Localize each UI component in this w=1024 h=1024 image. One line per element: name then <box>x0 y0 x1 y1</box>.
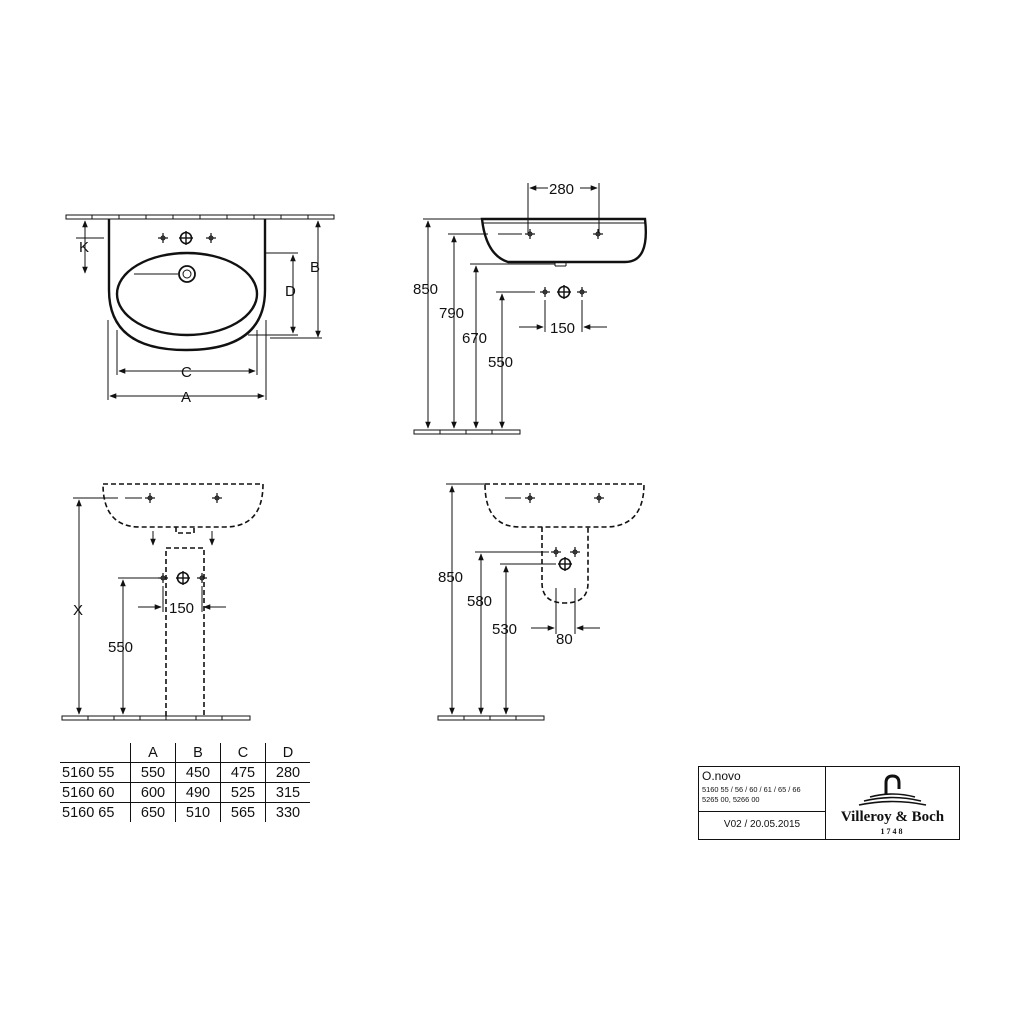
tap-hole-icon <box>157 232 169 244</box>
table-cell: 450 <box>175 762 221 783</box>
table-cell: 525 <box>220 782 266 803</box>
table-cell: 510 <box>175 802 221 822</box>
waste-outlet-icon <box>175 570 191 586</box>
table-header: D <box>265 743 310 763</box>
tap-hole-icon <box>178 230 194 246</box>
title-block: O.novo 5160 55 / 56 / 60 / 61 / 65 / 66 … <box>698 766 960 840</box>
table-header: A <box>130 743 176 763</box>
dim-spacing: 150 <box>550 320 575 337</box>
dim-width: 80 <box>556 631 573 648</box>
faucet-logo-icon <box>858 774 927 806</box>
dim-c: C <box>181 364 192 381</box>
dim-580: 580 <box>467 593 492 610</box>
waste-outlet-icon <box>556 284 572 300</box>
dim-a: A <box>181 389 191 406</box>
dim-spacing: 150 <box>169 600 194 617</box>
floor-line <box>413 429 521 435</box>
supply-tap-icon <box>157 572 169 584</box>
table-row: 5160 55 550 450 475 280 <box>60 762 310 783</box>
table-cell: 475 <box>220 762 266 783</box>
tap-hole-icon <box>211 492 223 504</box>
tap-hole-icon <box>205 232 217 244</box>
title-block-info: O.novo 5160 55 / 56 / 60 / 61 / 65 / 66 … <box>699 767 826 839</box>
table-header <box>60 743 131 763</box>
semi-pedestal-dashed <box>541 527 589 604</box>
table-cell-code: 5160 60 <box>62 784 115 801</box>
product-codes: 5160 55 / 56 / 60 / 61 / 65 / 66 <box>702 785 801 794</box>
basin-outline-dashed <box>102 483 264 528</box>
wall-line <box>65 214 335 220</box>
table-cell-code: 5160 55 <box>62 764 115 781</box>
tap-hole-icon <box>593 492 605 504</box>
tap-hole-icon <box>592 228 604 240</box>
dim-790: 790 <box>439 305 464 322</box>
pedestal-view: X 550 150 <box>61 483 264 721</box>
waste-outlet-icon <box>557 556 573 572</box>
supply-tap-icon <box>550 546 562 558</box>
tap-hole-icon <box>524 228 536 240</box>
side-view: 280 850 790 670 550 150 <box>413 181 647 435</box>
brand-year: 1748 <box>880 827 905 836</box>
dim-depth: 280 <box>549 181 574 198</box>
product-name: O.novo <box>702 769 741 783</box>
basin-outline-front <box>107 219 267 352</box>
divider <box>699 811 825 812</box>
table-cell: 565 <box>220 802 266 822</box>
basin-outline-dashed <box>484 483 645 528</box>
basin-bowl-front <box>115 251 259 337</box>
table-cell: 330 <box>265 802 310 822</box>
tap-hole-icon <box>144 492 156 504</box>
product-codes: 5265 00, 5266 00 <box>702 795 760 804</box>
supply-tap-icon <box>569 546 581 558</box>
supply-tap-icon <box>196 572 208 584</box>
floor-line <box>437 715 545 721</box>
table-cell: 490 <box>175 782 221 803</box>
supply-tap-icon <box>576 286 588 298</box>
tap-hole-icon <box>524 492 536 504</box>
dim-550: 550 <box>108 639 133 656</box>
table-cell: 550 <box>130 762 176 783</box>
dim-d: D <box>285 283 296 300</box>
pedestal-dashed <box>165 547 205 716</box>
dim-b: B <box>310 259 320 276</box>
table-header: C <box>220 743 266 763</box>
brand-name: Villeroy & Boch <box>840 809 945 825</box>
dim-850: 850 <box>413 281 438 298</box>
table-cell: 650 <box>130 802 176 822</box>
dim-k: K <box>79 239 89 256</box>
dimensions-table: A B C D 5160 55 550 450 475 280 5160 60 … <box>60 743 310 822</box>
basin-outline-side <box>480 217 647 264</box>
table-cell: 315 <box>265 782 310 803</box>
overflow-icon <box>178 265 196 283</box>
table-row: 5160 60 600 490 525 315 <box>60 782 310 803</box>
table-cell: 280 <box>265 762 310 783</box>
table-cell: 600 <box>130 782 176 803</box>
dim-530: 530 <box>492 621 517 638</box>
table-header-row: A B C D <box>60 743 310 763</box>
dim-x: X <box>73 602 83 619</box>
version-date: V02 / 20.05.2015 <box>723 819 801 830</box>
table-row: 5160 65 650 510 565 330 <box>60 802 310 822</box>
semi-pedestal-view: 850 580 530 80 <box>437 483 645 721</box>
brand-logo: Villeroy & Boch 1748 <box>826 767 959 839</box>
table-cell-code: 5160 65 <box>62 804 115 821</box>
floor-line <box>61 715 251 721</box>
supply-tap-icon <box>539 286 551 298</box>
dim-670: 670 <box>462 330 487 347</box>
dim-850: 850 <box>438 569 463 586</box>
dim-550: 550 <box>488 354 513 371</box>
table-header: B <box>175 743 221 763</box>
front-view: K B D C A <box>65 214 335 406</box>
